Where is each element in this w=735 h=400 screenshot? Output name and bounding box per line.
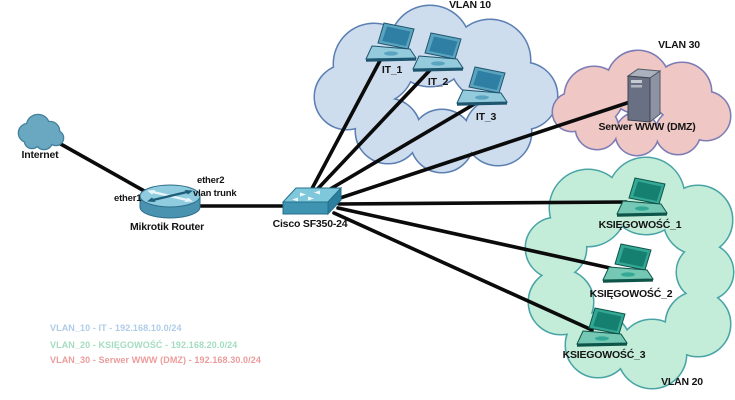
link-switch-it1: [305, 53, 385, 200]
internet-cloud-icon[interactable]: [17, 113, 65, 151]
link-switch-it2: [308, 66, 434, 199]
switch-icon[interactable]: [281, 186, 343, 216]
link-internet-router: [48, 136, 157, 199]
vlan10-zone-label: VLAN 10: [449, 0, 491, 11]
ether1-label: ether1: [114, 193, 142, 204]
ksiegowosc2-label: KSIĘGOWOŚĆ_2: [589, 288, 673, 300]
legend-vlan30: VLAN_30 - Serwer WWW (DMZ) - 192.168.30.…: [50, 355, 261, 365]
router-icon[interactable]: [139, 184, 201, 219]
it2-label: IT_2: [427, 76, 449, 88]
router-label: Mikrotik Router: [129, 221, 205, 233]
vlan10-cloud[interactable]: [313, 4, 559, 174]
vlan30-zone-label: VLAN 30: [658, 39, 700, 51]
ksiegowosc3-label: KSIEGOWOŚĆ_3: [562, 349, 646, 361]
links: [48, 53, 635, 332]
internet-label: Internet: [21, 149, 59, 161]
router-arrows-icon: [147, 190, 193, 202]
vlan20-zone-label: VLAN 20: [661, 376, 703, 388]
link-switch-ksiegowosc1: [337, 200, 628, 206]
link-switch-it3: [313, 97, 485, 200]
it1-label: IT_1: [381, 64, 403, 76]
server-icon[interactable]: [626, 68, 662, 124]
link-switch-ksiegowosc2: [336, 206, 612, 270]
switch-label: Cisco SF350-24: [272, 218, 348, 230]
vlan-trunk-label: vlan trunk: [193, 188, 237, 199]
laptop-ksiegowosc2-icon[interactable]: [603, 244, 653, 283]
legend-vlan20: VLAN_20 - KSIĘGOWOŚĆ - 192.168.20.0/24: [50, 340, 238, 350]
switch-arrows-icon: [292, 190, 320, 202]
it3-label: IT_3: [475, 111, 497, 123]
server-label: Serwer WWW (DMZ): [598, 121, 696, 133]
link-switch-server: [329, 99, 635, 203]
ether2-label: ether2: [197, 175, 225, 186]
ksiegowosc1-label: KSIĘGOWOŚĆ_1: [598, 219, 682, 231]
legend-vlan10: VLAN_10 - IT - 192.168.10.0/24: [50, 323, 182, 333]
link-switch-ksiegowosc3: [332, 211, 594, 332]
